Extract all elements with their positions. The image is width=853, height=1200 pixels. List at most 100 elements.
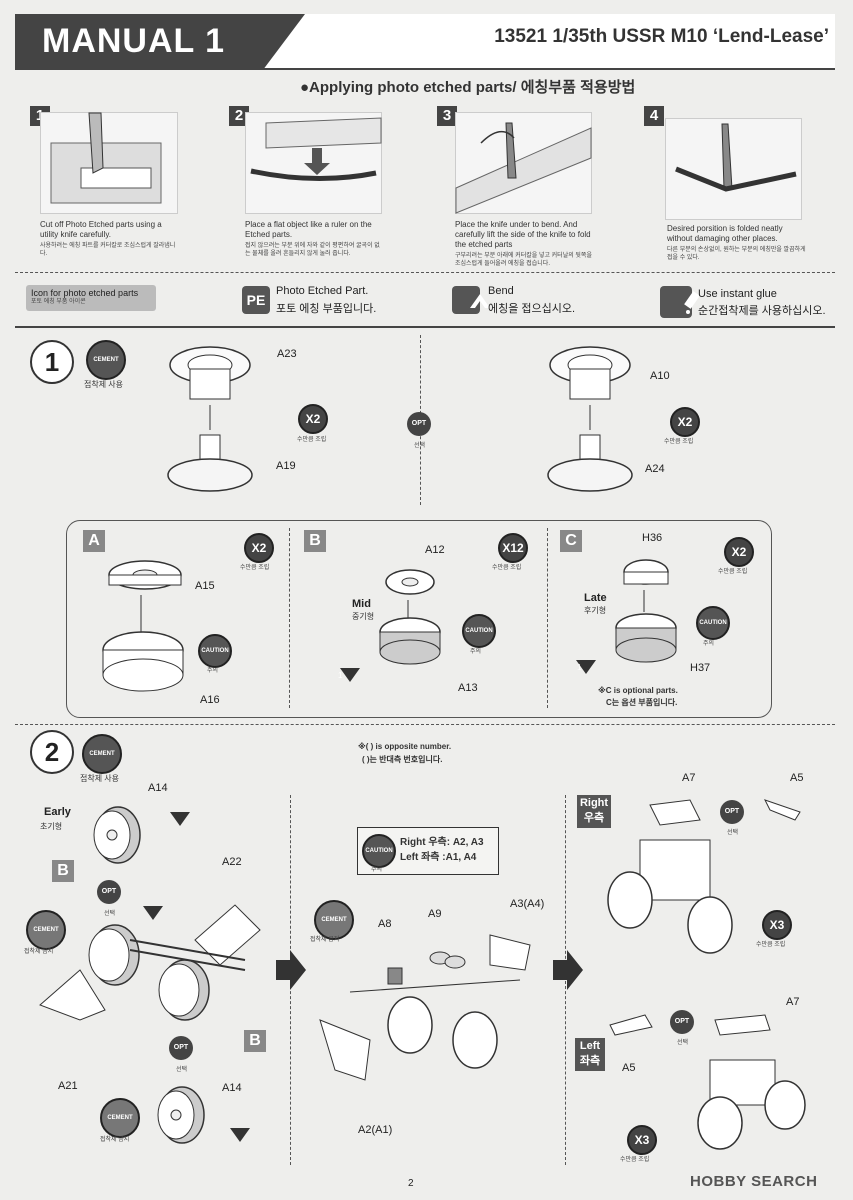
right-side-en: Right <box>579 797 609 809</box>
caution-label: 주의 <box>371 867 383 873</box>
caution-label: 주의 <box>703 641 715 647</box>
bend-lift-drawing <box>455 122 592 214</box>
left-side-ko: 좌측 <box>579 1055 601 1067</box>
pe-icon-label-ko: 포토 에칭 부품 아이콘 <box>31 299 86 305</box>
optional-note-ko: C는 옵션 부품입니다. <box>606 698 678 707</box>
wheel-b-drawing <box>379 569 441 665</box>
variant-en: Mid <box>352 598 371 610</box>
right-side-tag: Right 우측 <box>577 795 611 828</box>
divider <box>15 272 835 273</box>
optional-note-en: ※C is optional parts. <box>598 686 678 695</box>
pe-step-number: 3 <box>437 106 457 126</box>
bogie-left-final-drawing <box>609 1014 806 1150</box>
pe-step-1-illustration <box>40 112 178 214</box>
page-number: 2 <box>408 1178 414 1189</box>
marker-triangle-icon <box>340 668 360 682</box>
ruler-press-drawing <box>250 117 382 181</box>
caution-label: 주의 <box>470 649 482 655</box>
option-letter-a: A <box>83 530 105 552</box>
flow-arrow-icon <box>276 950 306 990</box>
divider <box>15 724 835 725</box>
pe-step-1-en: Cut off Photo Etched parts using a utili… <box>40 220 162 239</box>
pe-icon: PE <box>242 286 270 314</box>
pe-step-1-ko: 사용하려는 에칭 파트를 커터칼로 조심스럽게 잘라냅니다. <box>40 243 176 257</box>
pe-icon-legend-box: Icon for photo etched parts 포토 에칭 부품 아이콘 <box>26 285 156 311</box>
quantity-badge: X3 <box>762 910 792 940</box>
early-label-en: Early <box>44 806 71 818</box>
left-side-en: Left <box>579 1040 601 1052</box>
part-label: A24 <box>645 463 665 475</box>
quantity-badge: X2 <box>298 404 328 434</box>
pe-legend-en: Photo Etched Part. <box>276 285 369 297</box>
opt-label: 선택 <box>414 443 426 449</box>
glue-legend-ko: 순간접착제를 사용하십시오. <box>698 305 826 317</box>
bend-icon-glyph <box>470 294 490 308</box>
option-letter-b: B <box>244 1030 266 1052</box>
option-letter-b: B <box>304 530 326 552</box>
opposite-note-en: ※( ) is opposite number. <box>358 742 452 751</box>
early-label-ko: 초기형 <box>40 822 63 831</box>
part-label: A8 <box>378 918 392 930</box>
opt-label: 선택 <box>104 911 116 917</box>
no-cement-icon: CEMENT <box>314 900 354 940</box>
model-title: 13521 1/35th USSR M10 ‘Lend-Lease’ <box>494 26 829 47</box>
pe-step-4-en: Desired porsition is folded neatly witho… <box>667 224 783 243</box>
quantity-label: 수만큼 조립 <box>297 437 327 443</box>
part-label: A5 <box>790 772 804 784</box>
part-label: H37 <box>690 662 711 674</box>
road-wheel-early <box>93 806 141 864</box>
part-label: A19 <box>276 460 296 472</box>
watermark: HOBBY SEARCH <box>690 1173 818 1190</box>
part-label: A5 <box>622 1062 636 1074</box>
pe-step-3-en: Place the knife under to bend. And caref… <box>455 220 591 249</box>
option-letter-b: B <box>52 860 74 882</box>
opt-label: 선택 <box>677 1040 689 1046</box>
marker-number: 1 <box>577 663 582 672</box>
pe-step-2-en: Place a flat object like a ruler on the … <box>245 220 372 239</box>
divider <box>15 326 835 328</box>
caution-icon: CAUTION <box>198 634 232 668</box>
quantity-badge: X12 <box>498 533 528 563</box>
marker-triangle-icon <box>143 906 163 920</box>
quantity-badge: X2 <box>244 533 274 563</box>
no-cement-label: 접착제 금지 <box>310 937 340 943</box>
caution-label: 주의 <box>207 668 219 674</box>
marker-triangle-icon <box>230 1128 250 1142</box>
pe-step-number: 2 <box>229 106 249 126</box>
quantity-label: 수만큼 조립 <box>492 565 522 571</box>
suspension-bogie-drawing <box>39 904 261 1021</box>
pe-step-4-illustration <box>665 118 802 220</box>
part-label: A21 <box>58 1080 78 1092</box>
wheel-a-drawing <box>102 560 184 692</box>
wheel-c-drawing <box>615 559 677 663</box>
marker-triangle-icon <box>170 812 190 826</box>
part-label: A22 <box>222 856 242 868</box>
pe-step-3-ko: 구부리려는 부분 아래에 커터칼을 넣고 커터날의 뒷쪽을 조심스럽게 들어올려… <box>455 253 592 267</box>
right-side-ko: 우측 <box>583 812 605 824</box>
no-cement-label: 접착제 금지 <box>24 949 54 955</box>
step-number: 2 <box>30 730 74 774</box>
caution-icon: CAUTION <box>362 834 396 868</box>
opt-icon: OPT <box>407 412 431 436</box>
opt-icon: OPT <box>720 800 744 824</box>
flow-arrow-icon <box>553 950 583 990</box>
part-label: A13 <box>458 682 478 694</box>
left-parts-note: Left 좌측 :A1, A4 <box>400 852 477 863</box>
glue-bottle-glyph <box>684 291 700 314</box>
glue-legend-en: Use instant glue <box>698 288 777 300</box>
header-title-block <box>15 14 305 68</box>
step-number: 1 <box>30 340 74 384</box>
folded-part-drawing <box>675 123 797 192</box>
quantity-label: 수만큼 조립 <box>664 439 694 445</box>
pe-section-title: ●Applying photo etched parts/ 에칭부품 적용방법 <box>300 79 636 96</box>
cement-icon: CEMENT <box>86 340 126 380</box>
part-label: A3(A4) <box>510 898 545 910</box>
bend-legend-ko: 에칭을 접으십시오. <box>488 303 576 315</box>
caution-icon: CAUTION <box>462 614 496 648</box>
no-cement-icon: CEMENT <box>26 910 66 950</box>
part-label: A12 <box>425 544 445 556</box>
part-label: A14 <box>222 1082 242 1094</box>
pe-step-2-illustration <box>245 112 382 214</box>
quantity-label: 수만큼 조립 <box>756 942 786 948</box>
quantity-label: 수만큼 조립 <box>718 569 748 575</box>
